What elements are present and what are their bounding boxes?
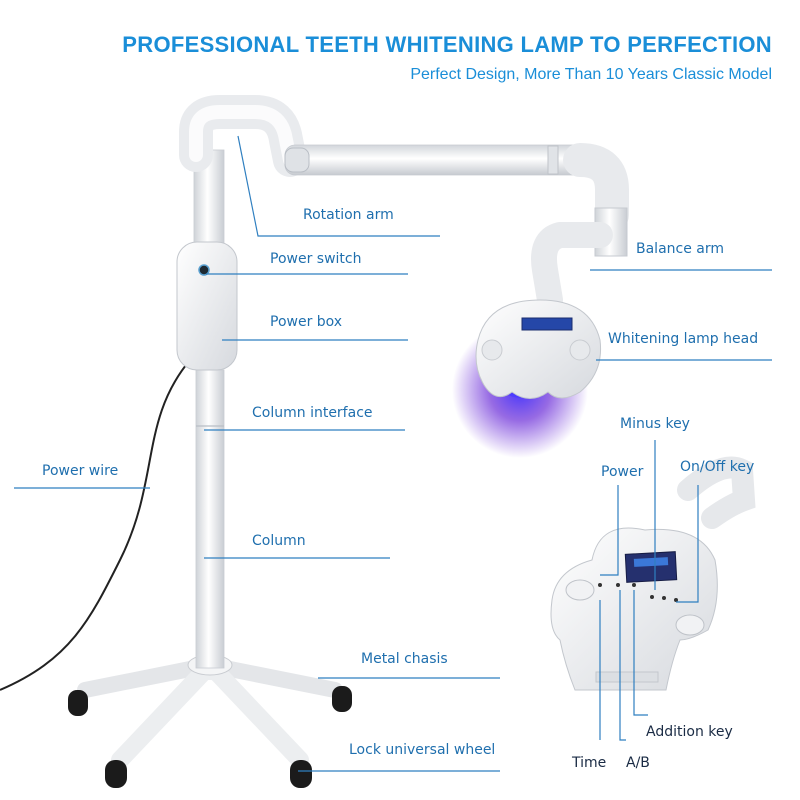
label-metal-chasis: Metal chasis [361, 651, 448, 667]
label-lock-universal-wheel: Lock universal wheel [349, 742, 496, 758]
label-minus-key: Minus key [620, 416, 690, 432]
label-column-interface: Column interface [252, 405, 373, 421]
label-power-box: Power box [270, 314, 343, 330]
horizontal-arm [284, 144, 586, 176]
power-box [176, 241, 238, 371]
label-time: Time [572, 755, 607, 771]
label-ab: A/B [626, 755, 650, 771]
label-on-off-key: On/Off key [680, 459, 755, 475]
label-power-switch: Power switch [270, 251, 362, 267]
label-power-wire: Power wire [42, 463, 119, 479]
leader-lines [14, 135, 772, 772]
label-whitening-lamp-head: Whitening lamp head [608, 331, 759, 347]
label-balance-arm: Balance arm [636, 241, 725, 257]
label-rotation-arm: Rotation arm [303, 207, 394, 223]
label-column: Column [252, 533, 306, 549]
metal-chassis [77, 654, 343, 769]
column [195, 369, 225, 669]
page-title: PROFESSIONAL TEETH WHITENING LAMP TO PER… [122, 32, 772, 57]
balance-arm [563, 143, 629, 232]
wheel-icon [68, 686, 352, 788]
label-power: Power [601, 464, 644, 480]
label-addition-key: Addition key [646, 724, 733, 740]
power-switch-icon [198, 264, 210, 276]
page-subtitle: Perfect Design, More Than 10 Years Class… [410, 66, 772, 83]
power-wire [0, 359, 191, 691]
lamp-head-detail [550, 456, 756, 691]
